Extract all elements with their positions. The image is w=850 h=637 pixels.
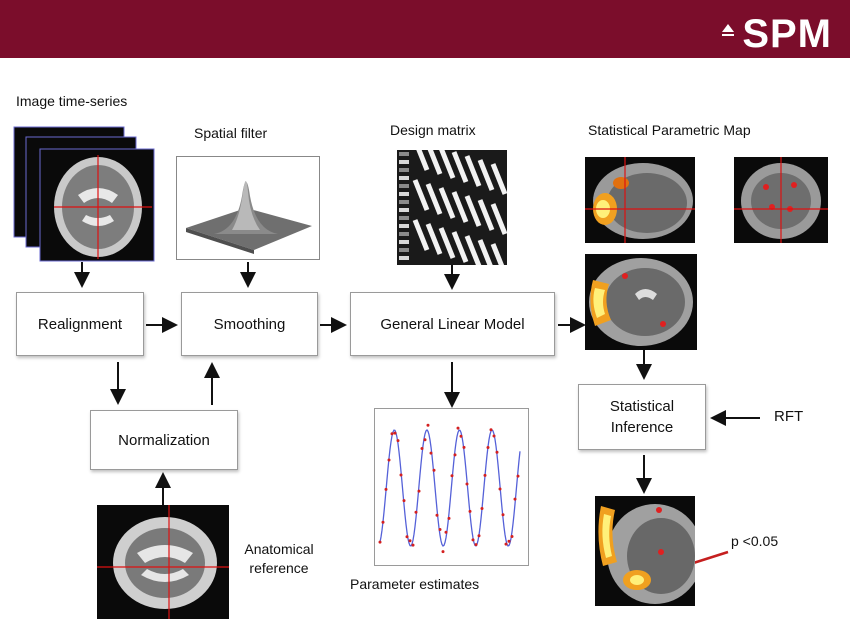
image-time-series-stack xyxy=(13,126,155,262)
logo-text: SPM xyxy=(742,12,832,56)
label-parameter-estimates: Parameter estimates xyxy=(350,576,480,592)
spatial-filter-image xyxy=(176,156,320,260)
box-smoothing: Smoothing xyxy=(181,292,318,356)
logo-mark-icon xyxy=(722,24,735,36)
box-realignment: Realignment xyxy=(16,292,144,356)
header-banner: SPM xyxy=(0,0,850,58)
label-p-value: p <0.05 xyxy=(731,533,779,549)
spm-sagittal-image xyxy=(585,157,695,243)
thresholded-result-image xyxy=(595,496,695,606)
spm-axial-image xyxy=(585,254,697,350)
spm-coronal-image xyxy=(734,157,828,243)
label-spatial-filter: Spatial filter xyxy=(194,125,268,141)
anatomical-reference-image xyxy=(97,505,229,619)
label-design-matrix: Design matrix xyxy=(390,122,476,138)
label-spm-map: Statistical Parametric Map xyxy=(588,122,751,138)
box-inference: Statistical Inference xyxy=(578,384,706,450)
parameter-estimates-plot xyxy=(374,408,529,566)
label-rft: RFT xyxy=(774,408,804,425)
design-matrix-image xyxy=(397,150,507,265)
box-normalization: Normalization xyxy=(90,410,238,470)
label-image-time-series: Image time-series xyxy=(16,93,128,109)
box-glm: General Linear Model xyxy=(350,292,555,356)
spm-logo: SPM xyxy=(722,14,832,54)
label-anatomical-reference: Anatomical reference xyxy=(244,541,314,576)
